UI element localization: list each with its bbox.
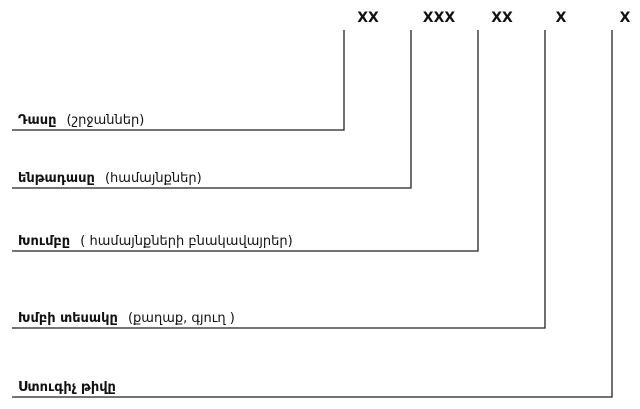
code-label-5: X [620,10,631,26]
bracket-line-5 [12,30,613,398]
code-label-3: XX [491,10,513,26]
code-label-1: XX [357,10,379,26]
row-label-4: Խմբի տեսակը (քաղաք, գյուղ ) [18,311,235,326]
row-label-5: Ստուգիչ թիվը [18,380,116,395]
row-label-1: Դասը (շրջաններ) [18,113,144,128]
bracket-line-4 [12,30,546,329]
row-label-2: ենթադասը (համայնքներ) [18,171,202,186]
code-label-4: X [556,10,567,26]
row-label-5-bold: Ստուգիչ թիվը [18,380,116,395]
row-label-2-rest: (համայնքներ) [105,171,202,186]
row-label-1-bold: Դասը [18,113,56,128]
bracket-line-2 [12,30,412,189]
row-label-3-rest: ( համայնքների բնակավայրեր) [80,234,292,249]
row-label-4-rest: (քաղաք, գյուղ ) [128,311,235,326]
bracket-line-3 [12,30,479,252]
bracket-line-1 [12,30,345,131]
row-label-4-bold: Խմբի տեսակը [18,311,118,326]
row-label-2-bold: ենթադասը [18,171,95,186]
row-label-3: Խումբը ( համայնքների բնակավայրեր) [18,234,293,249]
code-label-2: XXX [423,10,456,26]
row-label-1-rest: (շրջաններ) [67,113,145,128]
row-label-3-bold: Խումբը [18,234,70,249]
